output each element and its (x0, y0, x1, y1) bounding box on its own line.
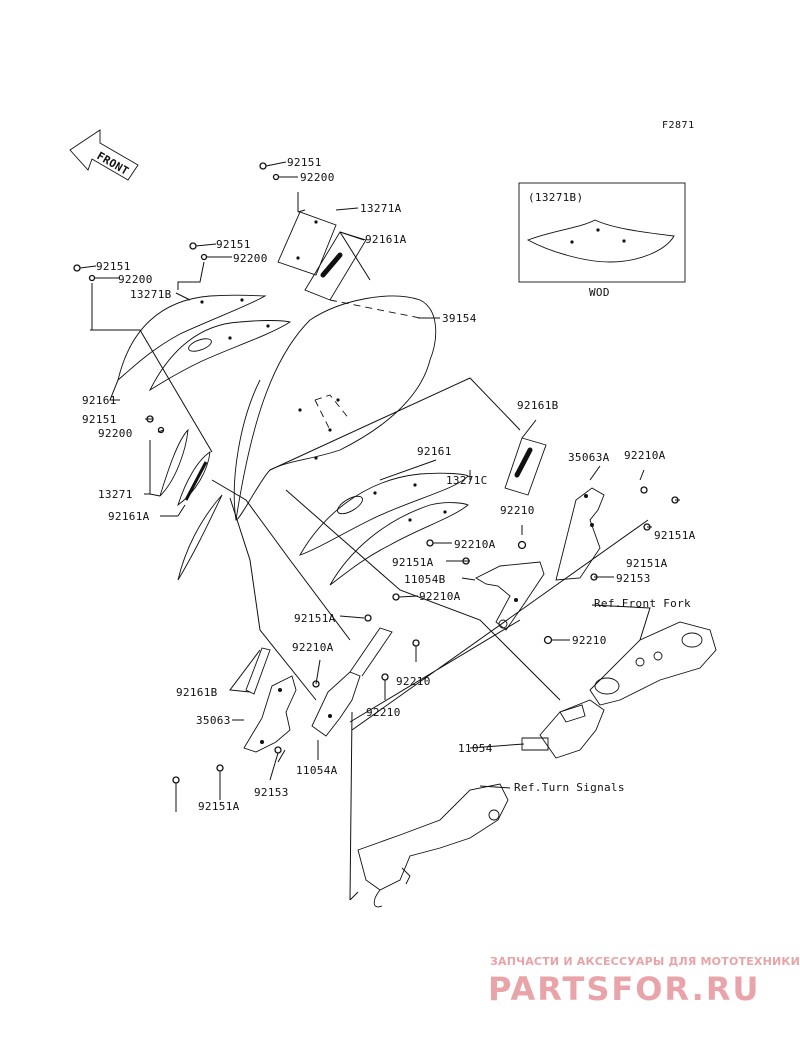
callout-label: 13271 (98, 488, 133, 501)
callout-label: 92210A (624, 449, 666, 462)
callout-label: 92151A (626, 557, 668, 570)
callout-labels: 92151 92200 13271A 92161A 92151 92200 92… (82, 156, 696, 813)
callout-label: 92153 (616, 572, 651, 585)
callout-label: 92210A (454, 538, 496, 551)
callout-label: 92200 (98, 427, 133, 440)
callout-label: 92210 (396, 675, 431, 688)
pad-92161b-left (245, 647, 271, 695)
front-label: FRONT (95, 149, 132, 178)
inset-caption: WOD (589, 286, 610, 299)
callout-label: 92200 (300, 171, 335, 184)
callout-label: Ref.Front Fork (594, 597, 691, 610)
bracket-11054b (475, 561, 545, 631)
callout-label: 11054 (458, 742, 493, 755)
callout-label: 92151 (96, 260, 131, 273)
inset-part-label: (13271B) (528, 191, 583, 204)
callout-label: 13271B (130, 288, 172, 301)
callout-label: Ref.Turn Signals (514, 781, 625, 794)
callout-label: 92210A (419, 590, 461, 603)
callout-label: 92151A (654, 529, 696, 542)
callout-label: 92200 (118, 273, 153, 286)
watermark-tagline: ЗАПЧАСТИ И АКСЕССУАРЫ ДЛЯ МОТОТЕХНИКИ (490, 955, 800, 968)
callout-label: 92161 (417, 445, 452, 458)
callout-label: 92151 (216, 238, 251, 251)
callout-label: 92151 (287, 156, 322, 169)
callout-label: 92161A (365, 233, 407, 246)
callout-label: 92161B (517, 399, 559, 412)
deflector-13271c (299, 472, 469, 586)
deflector-13271a (277, 211, 367, 301)
fasteners (73, 162, 679, 784)
inset-13271b: (13271B) WOD (518, 182, 686, 299)
front-fork-clamp (589, 621, 717, 706)
leader-lines (79, 161, 680, 901)
callout-label: 92210A (292, 641, 334, 654)
deflector-13271b (117, 294, 292, 392)
turn-signal-bracket (357, 783, 509, 908)
callout-label: 92151A (392, 556, 434, 569)
callout-label: 92151 (82, 413, 117, 426)
bracket-11054 (521, 699, 605, 759)
callout-label: 92161B (176, 686, 218, 699)
callout-label: 92200 (233, 252, 268, 265)
deflector-13271 (159, 428, 211, 507)
callout-label: 92151A (294, 612, 336, 625)
callout-label: 92151A (198, 800, 240, 813)
callout-label: 11054A (296, 764, 338, 777)
bracket-35063 (243, 675, 297, 753)
callout-label: 92153 (254, 786, 289, 799)
callout-label: 92210 (572, 634, 607, 647)
callout-label: 11054B (404, 573, 446, 586)
pad-92161b (504, 437, 547, 496)
watermark-logo: PARTSFOR.RU (488, 970, 761, 1008)
callout-label: 92210 (500, 504, 535, 517)
callout-label: 35063A (568, 451, 610, 464)
callout-label: 92161A (108, 510, 150, 523)
callout-label: 13271A (360, 202, 402, 215)
edge-trim (177, 494, 223, 581)
callout-label: 39154 (442, 312, 477, 325)
callout-label: 92161 (82, 394, 117, 407)
front-arrow-icon: FRONT (69, 129, 139, 181)
callout-label: 13271C (446, 474, 488, 487)
figure-code: F2871 (662, 120, 695, 131)
bracket-35063a (555, 487, 605, 581)
callout-label: 92210 (366, 706, 401, 719)
callout-label: 35063 (196, 714, 231, 727)
bracket-11054a (311, 627, 393, 737)
